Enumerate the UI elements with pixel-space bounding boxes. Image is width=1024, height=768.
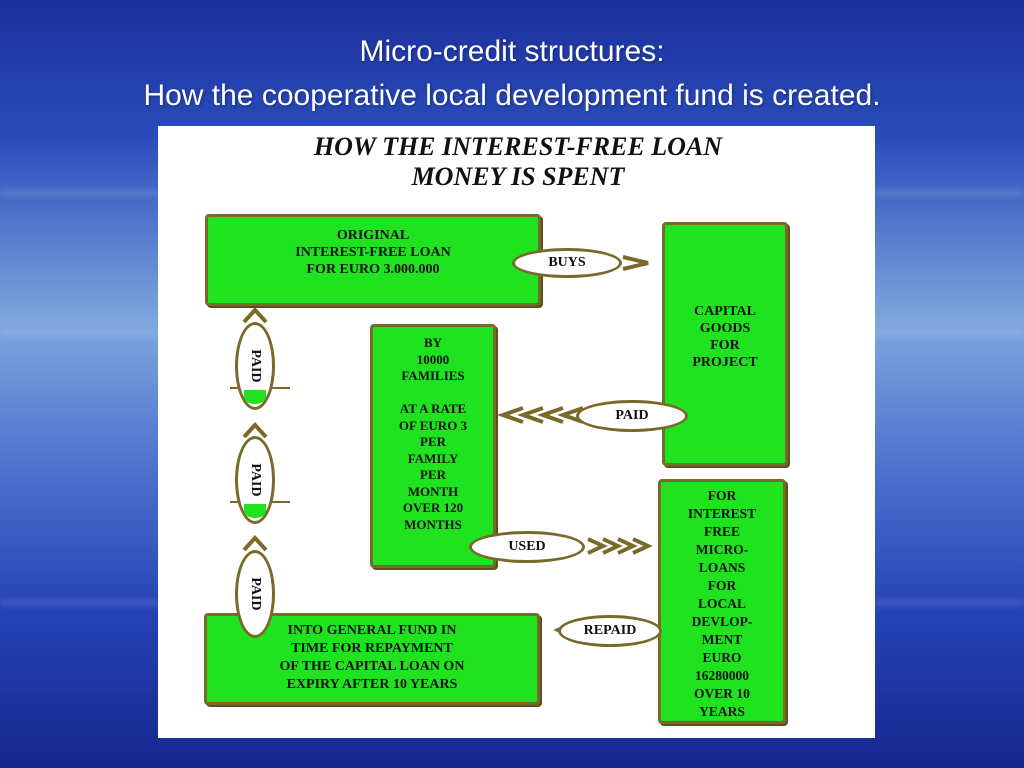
paid-vertical-label-1: PAID: [235, 322, 275, 410]
slide-title: Micro-credit structures: How the coopera…: [0, 30, 1024, 118]
paid-vertical-text-2: PAID: [248, 463, 263, 497]
slide-title-line1: Micro-credit structures:: [359, 35, 665, 68]
paid-arrow: [556, 406, 584, 424]
used-arrow: [587, 537, 608, 555]
paid-up-arrow: [242, 535, 268, 552]
families-box: BY 10000 FAMILIES AT A RATE OF EURO 3 PE…: [370, 324, 496, 568]
buys-arrow: [622, 255, 649, 271]
used-arrow: [632, 537, 653, 555]
paid-vertical-label-2: PAID: [235, 436, 275, 524]
used-arrow: [617, 537, 638, 555]
families-text: BY 10000 FAMILIES AT A RATE OF EURO 3 PE…: [398, 335, 468, 532]
paid-arrow: [516, 406, 544, 424]
slide-title-line2: How the cooperative local development fu…: [143, 79, 881, 112]
paid-arrow: [536, 406, 564, 424]
micro-loans-box: FOR INTEREST FREE MICRO- LOANS FOR LOCAL…: [658, 479, 786, 724]
capital-goods-box: CAPITAL GOODS FOR PROJECT: [662, 222, 788, 466]
diagram-heading: HOW THE INTEREST-FREE LOAN MONEY IS SPEN…: [198, 132, 838, 192]
green-cap: [244, 390, 266, 404]
buys-label: BUYS: [512, 248, 622, 278]
used-arrow: [602, 537, 623, 555]
paid-up-arrow: [242, 422, 268, 439]
micro-loans-text: FOR INTEREST FREE MICRO- LOANS FOR LOCAL…: [687, 488, 757, 719]
green-cap: [244, 504, 266, 518]
diagram-heading-line2: MONEY IS SPENT: [411, 162, 625, 191]
paid-label: PAID: [576, 400, 688, 432]
repaid-label: REPAID: [558, 615, 662, 647]
original-loan-text: ORIGINAL INTEREST-FREE LOAN FOR EURO 3.0…: [295, 228, 451, 277]
diagram-panel: HOW THE INTEREST-FREE LOAN MONEY IS SPEN…: [158, 126, 875, 738]
paid-vertical-text-1: PAID: [248, 349, 263, 383]
diagram-heading-line1: HOW THE INTEREST-FREE LOAN: [313, 132, 723, 161]
paid-arrow: [496, 406, 524, 424]
general-fund-text: INTO GENERAL FUND IN TIME FOR REPAYMENT …: [279, 623, 465, 692]
paid-vertical-label-3: PAID: [235, 550, 275, 638]
original-loan-box: ORIGINAL INTEREST-FREE LOAN FOR EURO 3.0…: [205, 214, 541, 306]
paid-vertical-text-3: PAID: [248, 577, 263, 611]
used-label: USED: [469, 531, 585, 563]
paid-up-arrow: [242, 307, 268, 324]
capital-goods-text: CAPITAL GOODS FOR PROJECT: [692, 304, 758, 370]
